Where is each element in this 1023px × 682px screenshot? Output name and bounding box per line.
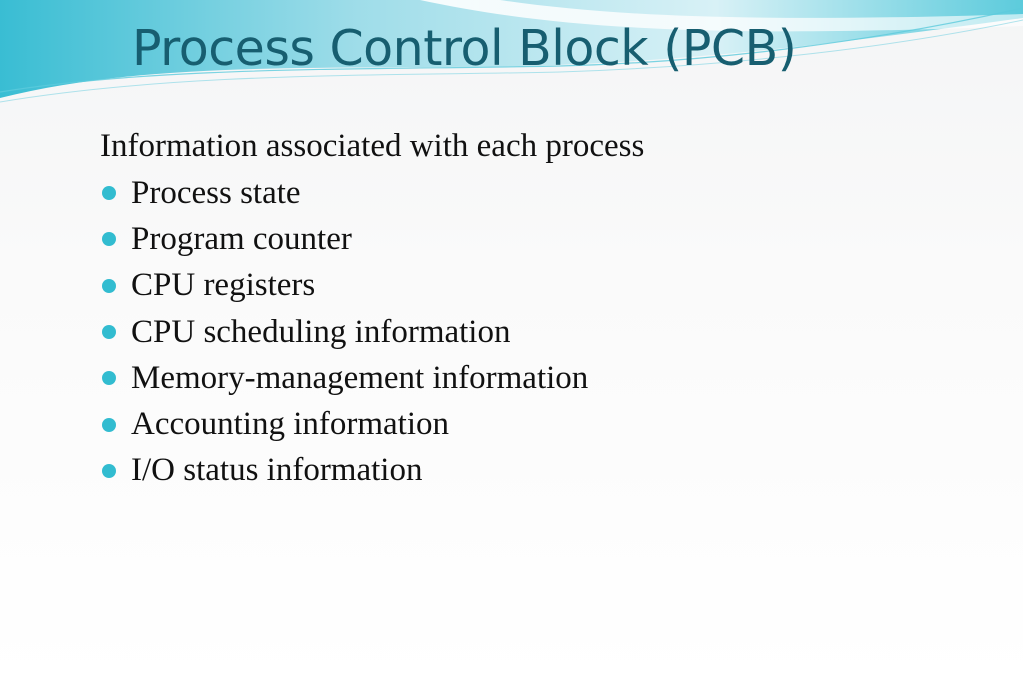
list-item-text: Memory-management information xyxy=(131,359,589,396)
list-item: CPU scheduling information xyxy=(100,309,644,355)
list-item-text: CPU registers xyxy=(131,267,316,304)
slide-title: Process Control Block (PCB) xyxy=(132,20,797,77)
list-item: Program counter xyxy=(100,216,644,262)
intro-text: Information associated with each process xyxy=(100,128,645,164)
bullet-list: Process state Program counter CPU regist… xyxy=(100,170,644,494)
bullet-dot-icon xyxy=(102,232,116,247)
bullet-dot-icon xyxy=(102,325,116,340)
list-item: Process state xyxy=(100,170,644,216)
bullet-dot-icon xyxy=(102,371,116,386)
bullet-dot-icon xyxy=(102,463,116,478)
list-item: I/O status information xyxy=(100,448,644,494)
list-item-text: Accounting information xyxy=(131,406,450,443)
list-item-text: I/O status information xyxy=(131,452,423,489)
list-item: CPU registers xyxy=(100,263,644,309)
list-item: Accounting information xyxy=(100,401,644,447)
bullet-dot-icon xyxy=(102,417,116,432)
list-item-text: CPU scheduling information xyxy=(131,313,511,350)
list-item-text: Process state xyxy=(131,174,301,211)
bullet-dot-icon xyxy=(102,278,116,293)
list-item: Memory-management information xyxy=(100,355,644,401)
bullet-dot-icon xyxy=(102,186,116,201)
list-item-text: Program counter xyxy=(131,220,352,257)
slide-body: Information associated with each process… xyxy=(100,124,644,494)
header-wave-decoration xyxy=(0,0,1023,103)
